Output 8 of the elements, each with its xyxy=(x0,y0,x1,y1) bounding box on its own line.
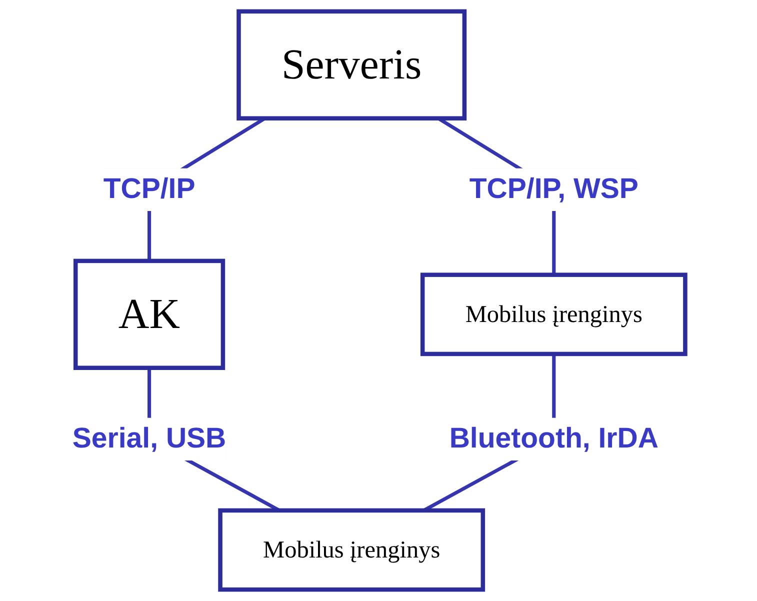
node-box: Mobilus įrenginys xyxy=(420,272,688,356)
edge-label: TCP/IP, WSP xyxy=(469,174,638,206)
edge-label: Bluetooth, IrDA xyxy=(449,423,658,455)
node-box: Mobilus įrenginys xyxy=(218,508,485,592)
node-box: AK xyxy=(73,258,225,370)
edge-label: TCP/IP xyxy=(103,174,195,206)
edge-label: Serial, USB xyxy=(72,423,226,455)
node-box: Serveris xyxy=(236,9,466,120)
